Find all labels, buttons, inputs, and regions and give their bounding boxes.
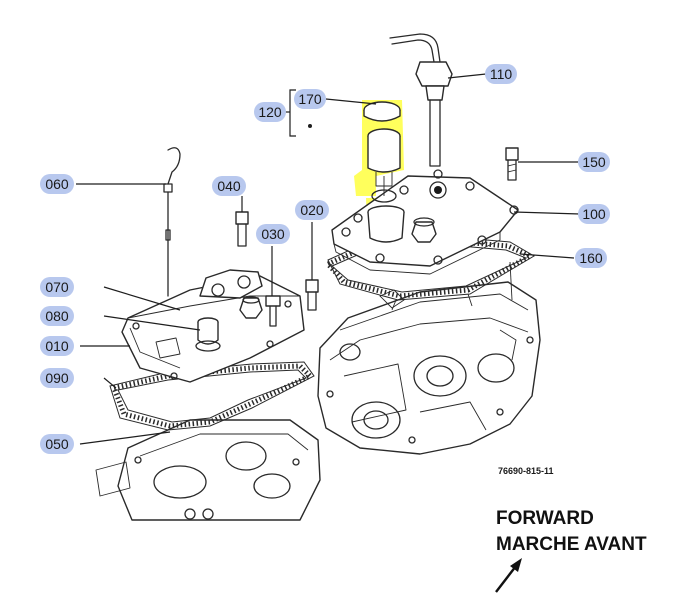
svg-text:070: 070 [45, 279, 69, 295]
svg-text:170: 170 [298, 91, 322, 107]
svg-text:060: 060 [45, 176, 69, 192]
bolt-150 [505, 147, 519, 181]
svg-text:040: 040 [217, 178, 241, 194]
direction-indicator: FORWARD MARCHE AVANT [495, 508, 647, 593]
callout-100[interactable]: 100 [578, 204, 610, 224]
svg-text:030: 030 [261, 226, 285, 242]
dipstick-tube [389, 33, 453, 167]
callout-110[interactable]: 110 [485, 64, 517, 84]
callouts: 110 170 120 150 060 040 020 100 [40, 64, 610, 454]
dipstick-060 [163, 147, 181, 297]
callout-160[interactable]: 160 [575, 248, 607, 268]
callout-170[interactable]: 170 [294, 89, 326, 109]
direction-line-2: MARCHE AVANT [496, 534, 647, 555]
svg-text:080: 080 [45, 308, 69, 324]
callout-120[interactable]: 120 [254, 102, 286, 122]
bolt-020 [305, 279, 319, 311]
callout-020[interactable]: 020 [295, 200, 329, 220]
svg-text:120: 120 [258, 104, 282, 120]
svg-text:100: 100 [582, 206, 606, 222]
bolt-040 [235, 211, 249, 247]
svg-text:020: 020 [300, 202, 324, 218]
callout-080[interactable]: 080 [40, 306, 74, 326]
forward-arrow-icon [495, 558, 522, 593]
callout-030[interactable]: 030 [256, 224, 290, 244]
drawing-code: 76690-815-11 [498, 466, 554, 476]
svg-text:010: 010 [45, 338, 69, 354]
front-transmission-case [95, 419, 321, 521]
rear-transmission-case [317, 281, 541, 455]
callout-060[interactable]: 060 [40, 174, 74, 194]
top-cover-plate [331, 169, 519, 275]
callout-070[interactable]: 070 [40, 277, 74, 297]
svg-text:050: 050 [45, 436, 69, 452]
oil-filler-assembly [363, 101, 405, 243]
svg-text:150: 150 [582, 154, 606, 170]
svg-text:160: 160 [579, 250, 603, 266]
callout-090[interactable]: 090 [40, 368, 74, 388]
callout-040[interactable]: 040 [212, 176, 246, 196]
callout-010[interactable]: 010 [40, 336, 74, 356]
direction-line-1: FORWARD [496, 508, 594, 529]
callout-150[interactable]: 150 [578, 152, 610, 172]
bolt-030 [265, 295, 281, 327]
svg-text:110: 110 [490, 66, 513, 82]
svg-text:090: 090 [45, 370, 69, 386]
front-cover-plate [121, 269, 305, 383]
callout-050[interactable]: 050 [40, 434, 74, 454]
